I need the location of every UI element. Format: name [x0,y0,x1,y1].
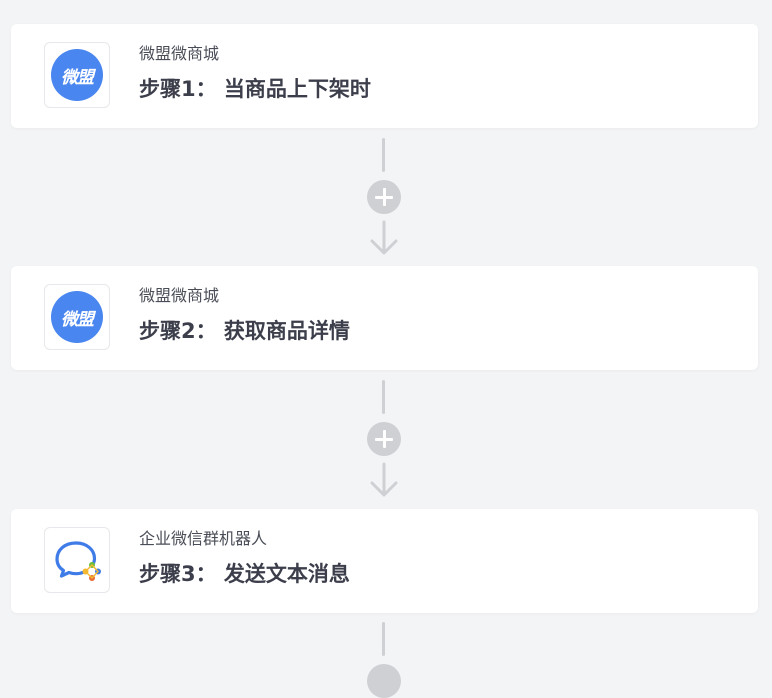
step-connector-2 [362,370,406,508]
weimob-logo-icon: 微盟 [51,291,103,343]
step-title: 步骤1： 当商品上下架时 [139,77,371,101]
step-card-3[interactable]: 企业微信群机器人 步骤3： 发送文本消息 [11,509,758,613]
step-connector-3 [362,612,406,698]
app-name: 企业微信群机器人 [139,529,268,548]
app-icon-box: 微盟 [44,284,110,350]
wecom-bot-logo-icon [55,541,101,581]
step-title: 步骤2： 获取商品详情 [139,319,350,343]
arrow-down-icon [370,220,398,255]
weimob-logo-icon: 微盟 [51,49,103,101]
app-name: 微盟微商城 [139,44,220,63]
arrow-down-icon [370,462,398,497]
add-step-icon[interactable] [367,422,401,456]
step-title: 步骤3： 发送文本消息 [139,562,350,586]
connector-line [382,380,385,414]
connector-line [382,622,385,656]
step-card-2[interactable]: 微盟 微盟微商城 步骤2： 获取商品详情 [11,266,758,370]
app-icon-box [44,527,110,593]
add-step-icon[interactable] [367,664,401,698]
step-connector-1 [362,128,406,266]
app-name: 微盟微商城 [139,286,220,305]
add-step-icon[interactable] [367,180,401,214]
step-card-1[interactable]: 微盟 微盟微商城 步骤1： 当商品上下架时 [11,24,758,128]
connector-line [382,138,385,172]
app-icon-box: 微盟 [44,42,110,108]
